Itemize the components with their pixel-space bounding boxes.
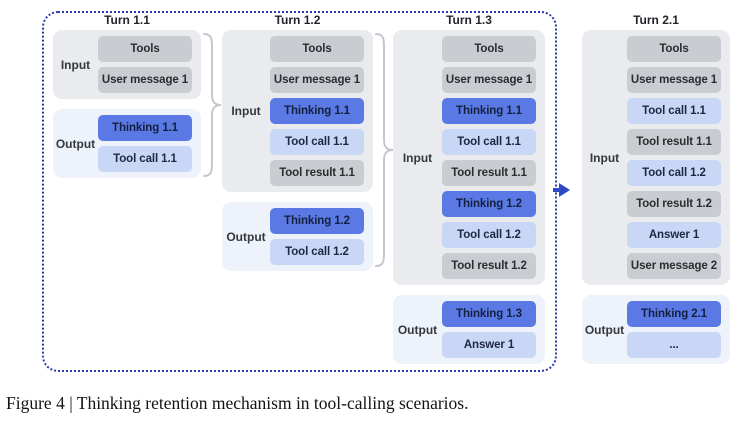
message-box: Tools xyxy=(627,36,721,62)
message-box: Answer 1 xyxy=(442,332,536,358)
output-label: Output xyxy=(397,322,438,337)
message-box: Tool call 1.1 xyxy=(627,98,721,124)
message-box: Thinking 1.1 xyxy=(270,98,364,124)
message-box: Thinking 1.1 xyxy=(442,98,536,124)
output-label: Output xyxy=(55,136,96,151)
merge-brace-turn2-to-turn3 xyxy=(375,33,394,267)
message-box: Thinking 1.2 xyxy=(270,208,364,234)
input-label: Input xyxy=(589,150,620,165)
message-box: Tools xyxy=(270,36,364,62)
input-label: Input xyxy=(60,57,91,72)
message-box: User message 2 xyxy=(627,253,721,279)
message-box: Tool call 1.2 xyxy=(627,160,721,186)
message-box: User message 1 xyxy=(98,67,192,93)
message-box: Thinking 1.2 xyxy=(442,191,536,217)
message-box: Tool call 1.2 xyxy=(270,239,364,265)
message-box: Tool call 1.1 xyxy=(270,129,364,155)
output-label: Output xyxy=(584,322,625,337)
merge-brace-turn1-to-turn2 xyxy=(203,33,222,177)
message-box: User message 1 xyxy=(627,67,721,93)
message-box: Answer 1 xyxy=(627,222,721,248)
message-box: Tool result 1.2 xyxy=(442,253,536,279)
message-box: User message 1 xyxy=(442,67,536,93)
output-label: Output xyxy=(226,229,266,244)
turn-title: Turn 1.3 xyxy=(446,13,492,27)
message-box: Tools xyxy=(442,36,536,62)
message-box: Thinking 1.1 xyxy=(98,115,192,141)
next-turn-arrow-icon xyxy=(553,183,570,197)
message-box: Tool call 1.1 xyxy=(98,146,192,172)
message-box: Thinking 1.3 xyxy=(442,301,536,327)
message-box: Thinking 2.1 xyxy=(627,301,721,327)
message-box: Tool result 1.2 xyxy=(627,191,721,217)
message-box: ... xyxy=(627,332,721,358)
message-box: Tools xyxy=(98,36,192,62)
message-box: Tool result 1.1 xyxy=(270,160,364,186)
message-box: Tool result 1.1 xyxy=(442,160,536,186)
message-stack: Thinking 2.1... xyxy=(627,301,721,358)
turn-title: Turn 1.1 xyxy=(104,13,150,27)
message-box: Tool call 1.1 xyxy=(442,129,536,155)
input-label: Input xyxy=(231,104,261,118)
turn-title: Turn 1.2 xyxy=(274,13,321,27)
message-box: Tool result 1.1 xyxy=(627,129,721,155)
message-box: User message 1 xyxy=(270,67,364,93)
figure-caption: Figure 4 | Thinking retention mechanism … xyxy=(6,393,469,413)
input-label: Input xyxy=(402,150,433,165)
turn-title: Turn 2.1 xyxy=(633,13,679,27)
message-box: Tool call 1.2 xyxy=(442,222,536,248)
